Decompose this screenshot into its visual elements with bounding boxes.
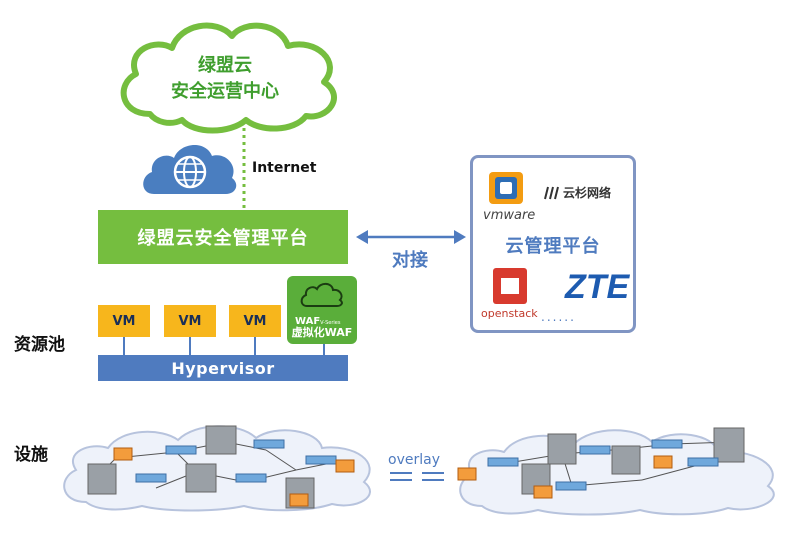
waf-label: 虚拟化WAF: [291, 326, 353, 339]
vm-box-3: VM: [229, 305, 281, 337]
vmware-logo-icon: [489, 172, 523, 204]
soc-cloud-title-line1: 绿盟云: [198, 55, 252, 76]
vm-box-1: VM: [98, 305, 150, 337]
soc-cloud-shape: [120, 22, 337, 134]
vendor-vmware: vmware: [483, 208, 536, 223]
hypervisor-bar: Hypervisor: [98, 355, 348, 381]
virtual-waf-tile: WAFV-Series 虚拟化WAF: [287, 276, 357, 344]
waf-title: WAF: [295, 316, 321, 327]
internet-link-line: [242, 128, 246, 212]
openstack-logo-icon: [493, 268, 527, 304]
integration-label: 对接: [392, 250, 428, 271]
vendor-zte: ZTE: [565, 268, 630, 306]
more-vendors-ellipsis: ......: [541, 310, 576, 324]
cloud-management-panel: vmware 云杉网络 云管理平台 openstack ZTE ......: [470, 155, 636, 333]
infrastructure-network-left: [63, 425, 371, 512]
overlay-label: overlay: [388, 452, 440, 468]
waf-series: V-Series: [320, 320, 341, 326]
overlay-equals-sign: [390, 472, 444, 481]
cloud-management-title: 云管理平台: [505, 236, 601, 257]
facility-label: 设施: [14, 445, 48, 465]
infrastructure-network-right: [457, 427, 775, 516]
soc-cloud-title-line2: 安全运营中心: [171, 81, 279, 102]
vendor-yunshan: 云杉网络: [563, 186, 612, 200]
waf-cloud-icon: [300, 282, 343, 307]
yunshan-logo-icon: [544, 186, 559, 200]
internet-label: Internet: [252, 160, 317, 176]
security-management-platform: 绿盟云安全管理平台: [98, 210, 348, 264]
vm-box-2: VM: [164, 305, 216, 337]
vendor-openstack: openstack: [481, 307, 538, 320]
internet-cloud-icon: [143, 144, 237, 194]
resource-pool-label: 资源池: [14, 335, 65, 355]
integration-arrow: [356, 230, 466, 244]
